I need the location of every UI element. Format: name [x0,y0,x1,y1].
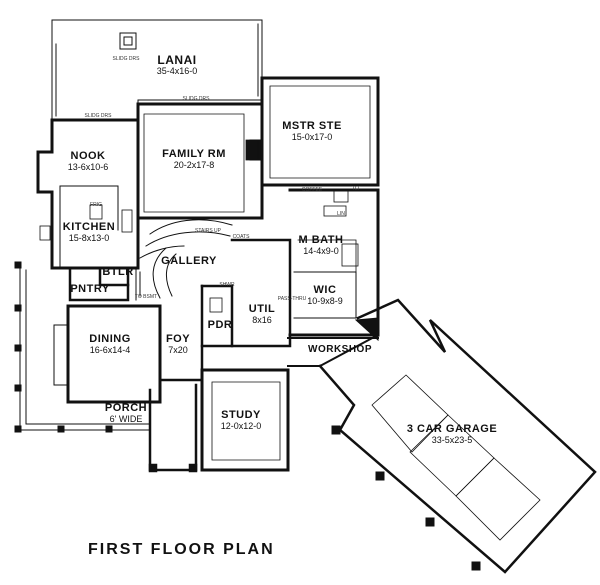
room-btlr: BTLR [102,266,134,279]
room-family-rm: FAMILY RM 20-2x17-8 [162,148,226,170]
room-family-rm-name: FAMILY RM [162,148,226,160]
note-to-bsmt: TO BSMT [134,294,158,300]
note-shwr: SHWR [219,282,235,288]
room-dining-dims: 16-6x14-4 [89,344,131,355]
note-tlt: TLT [351,186,361,192]
room-mstr-ste: MSTR STE 15-0x17-0 [282,120,342,142]
room-pdr: PDR [207,319,233,332]
plan-title: FIRST FLOOR PLAN [88,541,275,558]
note-sliding-drs-2: SLIDG DRS [182,96,210,102]
room-kitchen-name: KITCHEN [62,221,116,233]
room-pdr-name: PDR [207,319,233,331]
room-pntry-name: PNTRY [70,283,110,295]
room-kitchen-dims: 15-8x13-0 [68,232,110,243]
room-gallery-name: GALLERY [161,255,217,267]
room-workshop-name: WORKSHOP [308,344,372,355]
room-nook-dims: 13-6x10-6 [67,161,109,172]
room-m-bath-name: M BATH [298,234,344,246]
note-passthru: PASS-THRU [277,296,307,302]
study-walls [200,368,290,472]
butler-pantry-walls [68,266,130,302]
room-porch-name: PORCH [104,402,148,414]
room-porch: PORCH 6' WIDE [104,402,148,424]
foyer-walls [148,284,204,473]
room-wic-name: WIC [313,284,337,296]
room-porch-dims: 6' WIDE [109,413,143,424]
room-m-bath-dims: 14-4x9-0 [303,245,339,256]
room-m-bath: M BATH 14-4x9-0 [298,234,344,256]
room-wic-dims: 10-9x8-9 [307,295,343,306]
room-lanai: LANAI 35-4x16-0 [157,54,198,76]
room-kitchen: KITCHEN 15-8x13-0 [62,221,116,243]
note-frig: FRIG [90,202,102,208]
note-lin: LIN [337,211,345,217]
note-stairs-up: STAIRS UP [194,228,222,234]
room-foy: FOY 7x20 [165,333,191,355]
room-mstr-ste-name: MSTR STE [282,120,342,132]
room-family-rm-dims: 20-2x17-8 [173,159,215,170]
porch-outline [14,261,151,433]
garage-walls [318,298,597,574]
note-sliding-drs-1: SLIDG DRS [112,56,140,62]
room-dining: DINING 16-6x14-4 [89,333,131,355]
room-mstr-ste-dims: 15-0x17-0 [291,131,333,142]
room-util: UTIL 8x16 [248,303,276,325]
room-nook-name: NOOK [70,150,106,162]
room-util-dims: 8x16 [252,314,272,325]
room-garage-dims: 33-5x23-5 [431,434,473,445]
room-gallery: GALLERY [161,255,217,268]
room-lanai-dims: 35-4x16-0 [156,65,198,76]
room-foy-name: FOY [165,333,191,345]
room-pntry: PNTRY [70,283,110,296]
note-sliding-drs-3: SLIDG DRS [84,113,112,119]
service-walls [200,188,380,348]
dining-walls [53,304,162,404]
room-dining-name: DINING [89,333,131,345]
room-util-name: UTIL [248,303,276,315]
note-coffee: COFFEE [301,187,323,193]
room-nook: NOOK 13-6x10-6 [67,150,109,172]
room-garage-name: 3 CAR GARAGE [406,423,498,435]
gallery-stair [135,219,233,301]
room-lanai-name: LANAI [157,53,197,67]
room-workshop: WORKSHOP [308,344,372,356]
room-wic: WIC 10-9x8-9 [307,284,343,306]
room-foy-dims: 7x20 [168,344,188,355]
room-btlr-name: BTLR [102,266,134,278]
room-study-dims: 12-0x12-0 [220,420,262,431]
nook-kitchen-walls [36,118,140,270]
room-study: STUDY 12-0x12-0 [220,409,262,431]
room-study-name: STUDY [221,409,261,421]
note-coats: COATS [232,234,250,240]
room-garage: 3 CAR GARAGE 33-5x23-5 [406,423,498,445]
